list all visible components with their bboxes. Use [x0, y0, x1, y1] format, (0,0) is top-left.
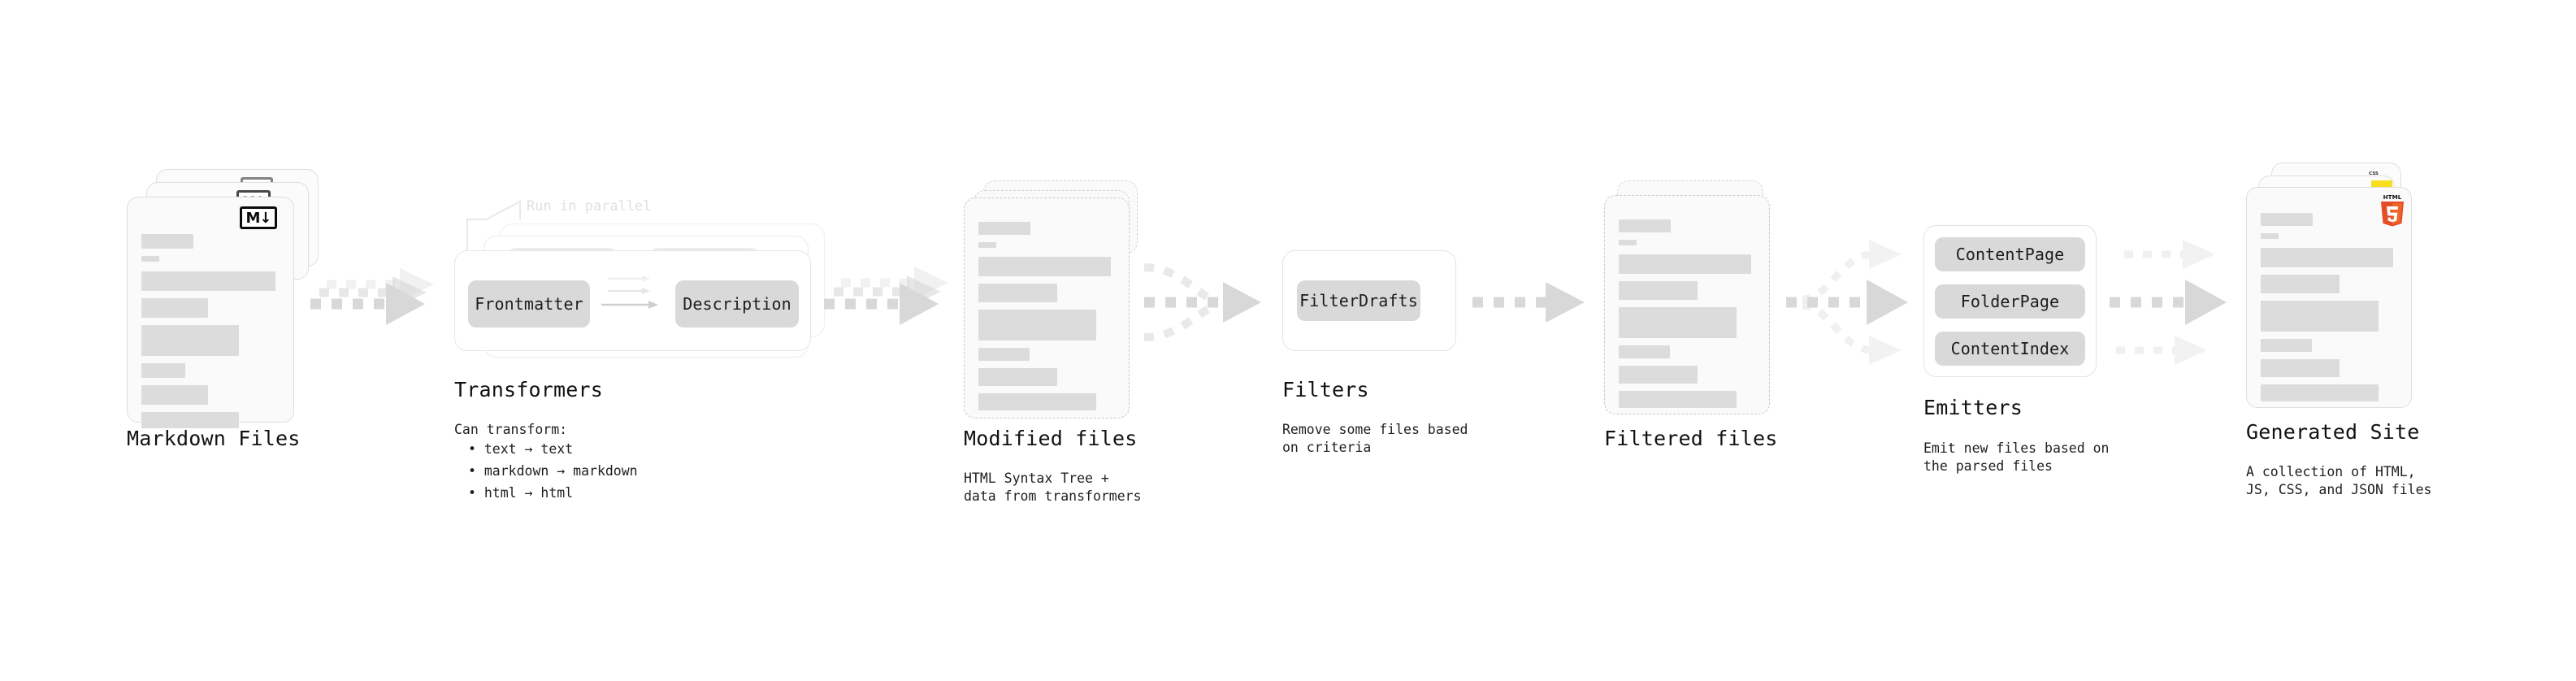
filtered-file-content: [1619, 219, 1759, 415]
stage-subtitle-emitters: Emit new files based on the parsed files: [1923, 440, 2110, 474]
doc-line: [978, 242, 996, 248]
arrow-emitters-to-generated-site: [2110, 240, 2227, 365]
doc-line: [2261, 248, 2393, 267]
stage-subtitle-transformers: Can transform:: [454, 422, 568, 437]
doc-line: [141, 271, 275, 291]
doc-line: [2261, 301, 2379, 332]
doc-line: [1619, 391, 1737, 408]
doc-line: [1619, 219, 1671, 232]
filter-chip-label: FilterDrafts: [1299, 291, 1418, 310]
doc-line: [1619, 240, 1637, 245]
svg-text:HTML: HTML: [2383, 193, 2402, 201]
html5-icon: HTML: [2379, 193, 2406, 227]
emitter-chip-label: ContentPage: [1955, 245, 2065, 264]
transformers-bullet-2: • html → html: [468, 485, 574, 501]
doc-line: [2261, 384, 2379, 401]
run-in-parallel-hint: Run in parallel: [527, 198, 652, 215]
stage-title-modified-files: Modified files: [964, 427, 1138, 450]
doc-line: [978, 393, 1096, 410]
doc-line: [141, 412, 239, 428]
stage-subtitle-filters: Remove some files based on criteria: [1282, 422, 1468, 455]
doc-line: [978, 310, 1096, 340]
doc-line: [141, 256, 159, 262]
doc-line: [978, 222, 1030, 235]
transformer-chip-label: Frontmatter: [475, 294, 583, 314]
doc-line: [2261, 275, 2340, 293]
transformers-bullet-0: • text → text: [468, 441, 574, 457]
emitter-chip-folderpage[interactable]: FolderPage: [1935, 284, 2085, 319]
svg-text:CSS: CSS: [2369, 171, 2379, 176]
emitter-chip-label: FolderPage: [1960, 292, 2060, 311]
doc-line: [1619, 254, 1751, 274]
emitter-chip-contentpage[interactable]: ContentPage: [1935, 237, 2085, 271]
doc-line: [141, 363, 185, 378]
emitter-chip-label: ContentIndex: [1950, 339, 2070, 358]
doc-line: [1619, 345, 1670, 358]
doc-line: [978, 368, 1057, 386]
generated-file-content: [2261, 213, 2400, 409]
doc-line: [2261, 359, 2340, 377]
doc-line: [978, 257, 1111, 276]
doc-line: [1619, 307, 1737, 338]
filter-chip-filterdrafts[interactable]: FilterDrafts: [1297, 280, 1420, 321]
doc-line: [978, 284, 1057, 302]
markdown-icon: M↓: [240, 206, 277, 229]
modified-file-content: [978, 222, 1118, 418]
stage-subtitle-modified-files: HTML Syntax Tree + data from transformer…: [964, 471, 1142, 504]
doc-line: [2261, 213, 2313, 226]
doc-line: [1619, 281, 1698, 300]
stage-title-filters: Filters: [1282, 378, 1369, 401]
transformers-bullet-1: • markdown → markdown: [468, 463, 638, 479]
stage-title-generated-site: Generated Site: [2246, 420, 2420, 444]
stage-subtitle-generated-site: A collection of HTML, JS, CSS, and JSON …: [2246, 464, 2432, 497]
emitter-chip-contentindex[interactable]: ContentIndex: [1935, 332, 2085, 366]
arrow-filtered-files-to-emitters: [1786, 240, 1908, 365]
doc-line: [978, 348, 1030, 361]
doc-line: [2261, 233, 2279, 239]
arrow-markdown-to-transformers: [310, 268, 434, 325]
stage-title-transformers: Transformers: [454, 378, 604, 401]
doc-line: [1619, 366, 1698, 384]
doc-line: [141, 234, 193, 249]
doc-line: [2261, 339, 2312, 352]
doc-line: [141, 298, 208, 318]
doc-line: [141, 325, 239, 356]
stage-title-emitters: Emitters: [1923, 396, 2023, 419]
markdown-file-content: [141, 234, 281, 436]
arrow-modified-files-to-filters: [1143, 263, 1261, 341]
arrow-filters-to-filtered-files: [1472, 282, 1585, 323]
stage-title-markdown-files: Markdown Files: [127, 427, 301, 450]
stage-title-filtered-files: Filtered files: [1604, 427, 1778, 450]
transformer-chip-description[interactable]: Description: [675, 280, 799, 327]
arrow-transformers-to-modified-files: [824, 267, 948, 325]
transformer-chip-label: Description: [683, 294, 791, 314]
doc-line: [141, 385, 208, 405]
transformer-chip-frontmatter[interactable]: Frontmatter: [468, 280, 590, 327]
